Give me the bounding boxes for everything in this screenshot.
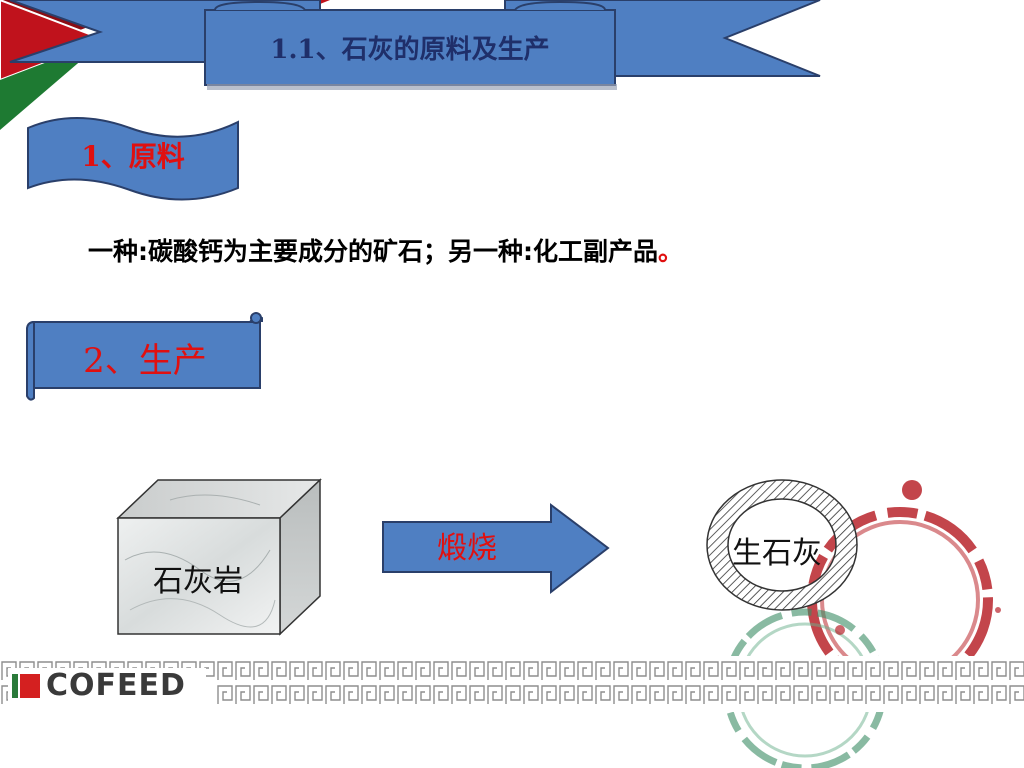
section1-label: 1、原料 (81, 140, 185, 173)
description-end-mark: 。 (658, 237, 684, 266)
section2-banner (26, 312, 263, 401)
page-title: 1.1、石灰的原料及生产 (270, 35, 550, 65)
logo-mark-red (20, 674, 40, 698)
limestone-label: 石灰岩 (153, 564, 243, 599)
quicklime-ring (706, 479, 858, 611)
logo-text: COFEED (46, 668, 186, 703)
calcination-arrow (382, 502, 610, 595)
calcination-label: 煅烧 (437, 531, 497, 566)
section1-banner (27, 117, 239, 201)
title-ribbon (9, 0, 821, 90)
section2-label: 2、生产 (83, 340, 207, 381)
raw-material-description: 一种:碳酸钙为主要成分的矿石；另一种:化工副产品。 (88, 232, 928, 272)
footer-pattern (0, 656, 1024, 712)
limestone-cube (116, 478, 322, 636)
description-text: 一种:碳酸钙为主要成分的矿石；另一种:化工副产品 (88, 237, 658, 266)
logo-mark (12, 674, 18, 698)
quicklime-label: 生石灰 (732, 536, 822, 571)
